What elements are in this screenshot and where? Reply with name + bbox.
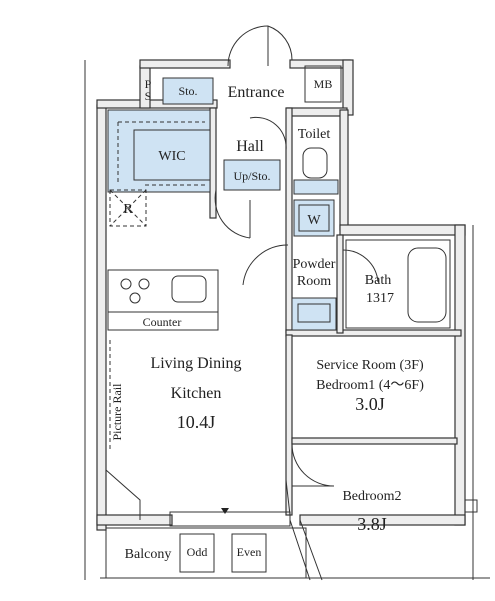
powder-door-arc <box>242 244 289 286</box>
wall-right <box>454 224 466 526</box>
toilet-door-arc <box>249 116 287 151</box>
bath-label: Bath <box>365 273 391 288</box>
ldk-size: 10.4J <box>177 412 216 432</box>
wall-toilet-top <box>286 107 348 117</box>
balcony-angle <box>289 519 323 581</box>
stove-icon <box>120 278 150 304</box>
sink-bowl <box>297 303 331 323</box>
washer-inner <box>298 204 330 232</box>
ldk-label-1: Living Dining <box>150 355 241 372</box>
wall-mb-right <box>342 59 354 116</box>
storage-label: Sto. <box>178 84 197 98</box>
service-room-label: Service Room (3F) <box>316 358 424 373</box>
powder-room-label-2: Room <box>297 274 331 289</box>
balcony-drain <box>464 499 478 513</box>
wall-bedroom-divider <box>291 437 458 445</box>
wall-bedroom-left <box>285 334 293 516</box>
wall-bottom-left <box>96 514 173 526</box>
powder-room-label-1: Powder <box>293 257 336 272</box>
kitchen-counter <box>107 269 219 331</box>
wall-entrance-top-left <box>139 59 231 69</box>
mb-box <box>304 65 342 103</box>
toilet-bowl <box>302 147 328 179</box>
even-label: Even <box>237 545 262 559</box>
sliding-window <box>169 511 291 527</box>
bath-door-arc <box>342 249 379 283</box>
refrigerator-label: R <box>123 202 133 217</box>
odd-unit-box <box>179 533 215 573</box>
refrigerator-space <box>109 189 147 227</box>
counter-label: Counter <box>143 315 182 329</box>
bedroom2-size: 3.8J <box>357 514 387 534</box>
wic-label: WIC <box>158 149 185 164</box>
entrance-label: Entrance <box>228 84 285 101</box>
wic-inner <box>133 129 211 181</box>
washer-area <box>293 199 335 237</box>
bathtub <box>407 247 447 323</box>
storage-area <box>162 77 214 105</box>
bedroom1-size: 3.0J <box>355 394 385 414</box>
wall-top-left <box>96 99 218 109</box>
bedroom1-label: Bedroom1 (4～6F) <box>316 378 424 393</box>
wall-hall-right <box>285 107 293 334</box>
hall-door-arc <box>214 189 251 239</box>
hall-label: Hall <box>236 138 264 155</box>
wall-powder-right <box>336 234 344 334</box>
wall-bath-top <box>339 224 466 236</box>
even-unit-box <box>231 533 267 573</box>
mb-label: MB <box>314 77 333 91</box>
bath-area <box>345 239 451 329</box>
entry-arrow-icon <box>221 508 229 514</box>
toilet-label: Toilet <box>298 127 331 142</box>
balcony-label: Balcony <box>125 547 172 562</box>
wall-left <box>96 104 107 531</box>
bedroom2-door-arc <box>291 443 335 487</box>
bath-size: 1317 <box>366 291 394 306</box>
up-storage-area <box>223 159 281 191</box>
ldk-label-2: Kitchen <box>171 385 222 402</box>
wic-area <box>107 109 211 193</box>
outer-walls <box>96 59 466 531</box>
washer-label: W <box>307 213 321 228</box>
wall-bath-bottom <box>285 329 462 337</box>
wall-toilet-right <box>339 109 349 231</box>
bedroom2-label: Bedroom2 <box>342 489 401 504</box>
toilet-tank <box>293 179 339 195</box>
kitchen-sink-icon <box>171 275 207 303</box>
bay-window <box>105 469 323 581</box>
picture-rail-label: Picture Rail <box>110 383 124 441</box>
odd-label: Odd <box>187 545 208 559</box>
balcony-area <box>105 527 307 579</box>
entrance-door <box>227 25 293 67</box>
vanity-sink <box>291 297 337 331</box>
up-storage-label: Up/Sto. <box>233 169 270 183</box>
